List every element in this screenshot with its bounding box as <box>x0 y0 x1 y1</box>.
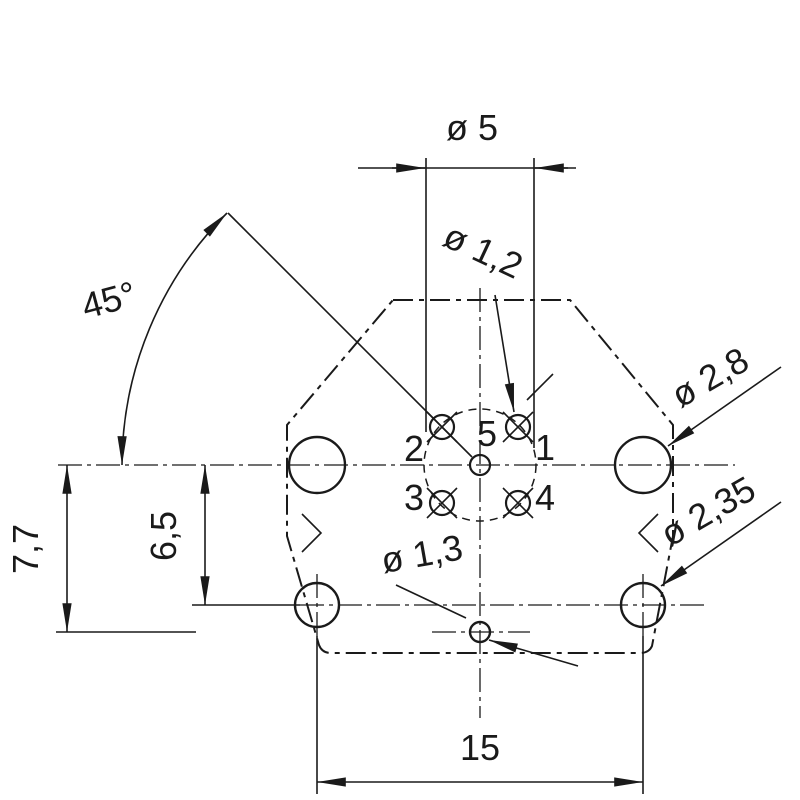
holes <box>287 408 673 644</box>
leader-side-hole: ø 2,8 <box>664 339 782 447</box>
pin-4-cross <box>502 487 534 519</box>
dim-width-15: 15 <box>316 636 644 794</box>
pin-1-hole <box>504 413 532 441</box>
label-angle: 45° <box>77 273 140 327</box>
pin-2-hole <box>428 413 456 441</box>
keyway-mark-right <box>637 513 659 553</box>
pin-4-hole <box>504 489 532 517</box>
bottom-center-hole <box>468 620 492 644</box>
leader-line <box>667 366 782 447</box>
dim-height-77: 7,7 <box>5 465 196 633</box>
label-bottom-center-hole-diameter: ø 1,3 <box>378 526 466 581</box>
pitch-circle <box>423 408 537 522</box>
pin-4 <box>502 487 534 519</box>
pin-5-label: 5 <box>477 413 497 454</box>
label-height-total: 7,7 <box>5 524 46 574</box>
pin-1 <box>502 411 534 443</box>
leader-line <box>494 294 515 413</box>
leader-bottom-center-hole: ø 1,3 <box>378 526 579 667</box>
pin-2-label: 2 <box>404 428 424 469</box>
bottom-hole-right <box>619 581 667 629</box>
leader-line <box>660 501 782 587</box>
pin-3-hole <box>428 489 456 517</box>
label-pitch-diameter: ø 5 <box>446 107 498 148</box>
pin-3 <box>426 487 458 519</box>
pin-1-cross <box>502 411 534 443</box>
label-height-row: 6,5 <box>143 511 184 561</box>
side-hole-right <box>613 435 673 495</box>
keyway-mark-left <box>301 513 323 553</box>
label-side-hole-diameter: ø 2,8 <box>664 339 756 416</box>
connector-body-outline <box>286 299 674 654</box>
pin-5-hole <box>468 453 492 477</box>
pin-3-label: 3 <box>404 477 424 518</box>
label-width-span: 15 <box>460 727 500 768</box>
part-outline <box>286 299 674 654</box>
dim-height-65: 6,5 <box>143 465 300 606</box>
pin-4-label: 4 <box>535 477 555 518</box>
leader-line-arrow <box>488 639 579 667</box>
leader-pin-diameter: ø 1,2 <box>437 215 554 413</box>
label-pin-diameter: ø 1,2 <box>437 215 529 287</box>
angle-reference-line <box>227 212 473 458</box>
pin-numbers: 1 2 3 4 5 <box>404 413 555 518</box>
center-lines <box>58 288 735 718</box>
side-hole-left <box>287 435 347 495</box>
dim-pitch-diameter: ø 5 <box>358 107 576 448</box>
label-bottom-side-hole-diameter: ø 2,35 <box>653 468 762 555</box>
pin-3-cross <box>426 487 458 519</box>
angle-arc <box>117 212 228 466</box>
pin-1-label: 1 <box>535 427 555 468</box>
leader-tick <box>526 373 554 401</box>
leader-line-from-text <box>395 584 467 619</box>
